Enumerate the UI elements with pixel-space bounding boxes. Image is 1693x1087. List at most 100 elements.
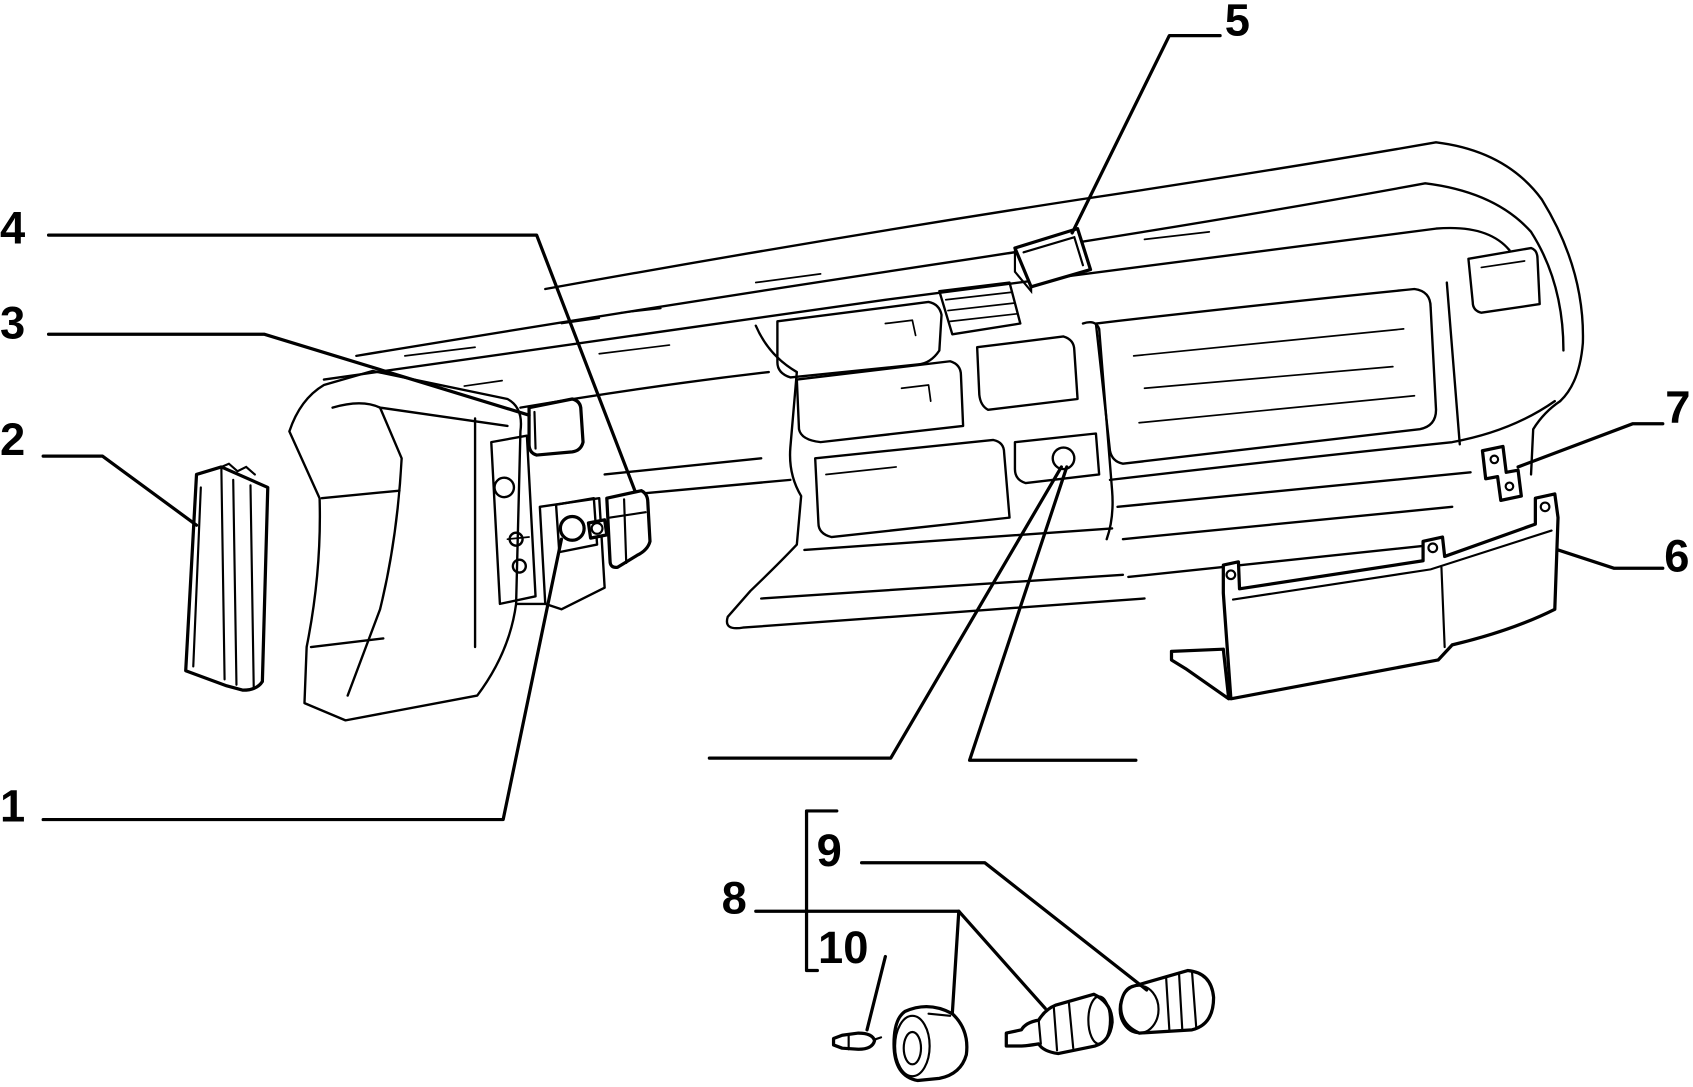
- part-2-strip: [184, 462, 270, 692]
- binnacle-face-line: [378, 406, 509, 428]
- right-small-panel: [975, 335, 1079, 411]
- dashboard-top-pad-edge: [355, 182, 1565, 358]
- dashboard-front-lower-line: [635, 478, 792, 496]
- part-6-mount-hole: [1427, 542, 1439, 554]
- center-console: [725, 281, 1438, 630]
- leader-line-6: [1556, 548, 1665, 570]
- callout-6: 6: [1664, 531, 1689, 582]
- part-6-top-lip: [1231, 529, 1553, 601]
- switch-knob: [511, 558, 528, 574]
- dashboard-top-edge: [544, 141, 1585, 403]
- part-6-mount-hole: [1539, 501, 1551, 513]
- dashboard-defroster-slot: [598, 344, 671, 355]
- part-10-bulb: [831, 1031, 883, 1051]
- lighter-ring: [1052, 1006, 1059, 1052]
- central-grille-slat: [944, 291, 1013, 301]
- socket-cup-edge: [927, 1012, 952, 1017]
- dashboard-right-lower-edge: [1116, 471, 1472, 509]
- part-2-groove: [220, 465, 226, 681]
- part-7-hole: [1504, 481, 1515, 492]
- dashboard-defroster-slot: [619, 307, 662, 314]
- binnacle-outline: [288, 369, 523, 722]
- part-3-cap: [527, 397, 585, 457]
- dashboard-front-lower-line: [603, 457, 763, 476]
- part-7-hole: [1489, 454, 1500, 465]
- dashboard-right-lower-edge: [1121, 505, 1454, 541]
- part-5-lip: [1013, 246, 1033, 295]
- dashboard-right-vent-side: [1445, 281, 1461, 446]
- bottom-panel-detail: [825, 466, 898, 476]
- callout-8: 8: [722, 872, 747, 923]
- dashboard-defroster-slot: [1143, 230, 1211, 241]
- part-5-body: [1013, 226, 1093, 289]
- part-7-body: [1480, 444, 1523, 502]
- leader-line-8: [754, 909, 1047, 1010]
- part-2-top-edge: [220, 462, 256, 476]
- middle-panel: [795, 360, 965, 444]
- central-grille: [938, 281, 1022, 336]
- right-vent-line: [1138, 394, 1416, 424]
- switch-panel: [490, 434, 537, 606]
- callout-2: 2: [0, 414, 25, 465]
- part-8-socket-cup: [892, 1005, 969, 1083]
- binnacle-lower-line: [320, 489, 401, 500]
- part-6-floor: [1169, 647, 1231, 701]
- part-10-body: [831, 1031, 877, 1051]
- part-1-knob-cap: [558, 514, 586, 542]
- part-2-groove: [249, 484, 255, 690]
- part-9-rib: [1177, 972, 1184, 1031]
- callout-4: 4: [0, 203, 25, 254]
- console-frame-inner-bottom: [760, 573, 1125, 600]
- part-3-edge: [533, 410, 537, 450]
- dashboard-defroster-slot: [754, 273, 822, 284]
- lighter-knob-end: [1087, 995, 1112, 1045]
- central-grille-slat: [947, 302, 1016, 312]
- dashboard-right-lower-edge: [1108, 399, 1556, 482]
- part-4-edge: [608, 511, 647, 519]
- part-2-groove: [192, 486, 202, 668]
- leader-line-4: [46, 233, 637, 493]
- upper-left-vent: [776, 300, 943, 379]
- part-8-lighter: [1004, 992, 1114, 1056]
- part-9-rib: [1190, 970, 1198, 1030]
- part-4-body: [605, 489, 652, 569]
- middle-panel-detail: [900, 384, 932, 403]
- callout-9: 9: [817, 825, 842, 876]
- part-9-rib: [1165, 975, 1171, 1031]
- right-vent-line: [1143, 365, 1394, 390]
- lighter-socket-hole: [1051, 446, 1076, 471]
- dashboard-defroster-slot: [560, 317, 601, 325]
- dashboard-right-end: [1529, 399, 1562, 476]
- socket-cup-rim: [894, 1014, 931, 1078]
- part-6-face: [1221, 492, 1560, 701]
- part-6-crease: [1440, 566, 1446, 649]
- callout-10: 10: [818, 922, 868, 973]
- part-6-mount-hole: [1225, 569, 1237, 581]
- instrument-binnacle: [288, 369, 606, 722]
- callout-3: 3: [0, 298, 25, 349]
- lighter-ring: [1067, 1001, 1075, 1050]
- dashboard-defroster-slot: [404, 346, 476, 357]
- callout-5: 5: [1225, 0, 1250, 46]
- right-vent-line: [1132, 328, 1405, 357]
- dashboard-defroster-slot: [463, 379, 503, 387]
- leader-line-9: [859, 861, 1149, 992]
- part-3-body: [527, 397, 585, 457]
- part-1-stem-end: [590, 521, 604, 535]
- lighter-body: [1004, 992, 1114, 1056]
- socket-leader-right: [967, 465, 1138, 762]
- console-frame-left: [725, 324, 1146, 630]
- knob-recess: [554, 497, 599, 554]
- bottom-panel: [814, 438, 1011, 539]
- part-6-tray: [1169, 492, 1560, 701]
- dashboard-outline: [322, 141, 1585, 579]
- leader-line-5: [1070, 33, 1222, 235]
- part-1-knob: [558, 514, 609, 542]
- leader-line-1: [41, 537, 564, 822]
- part-10-tip: [873, 1036, 883, 1041]
- leader-line-7: [1516, 422, 1665, 469]
- part-5-inner: [1022, 235, 1085, 267]
- dashboard-right-lower-edge: [1127, 543, 1438, 579]
- dashboard-right-side-vent: [1467, 246, 1541, 314]
